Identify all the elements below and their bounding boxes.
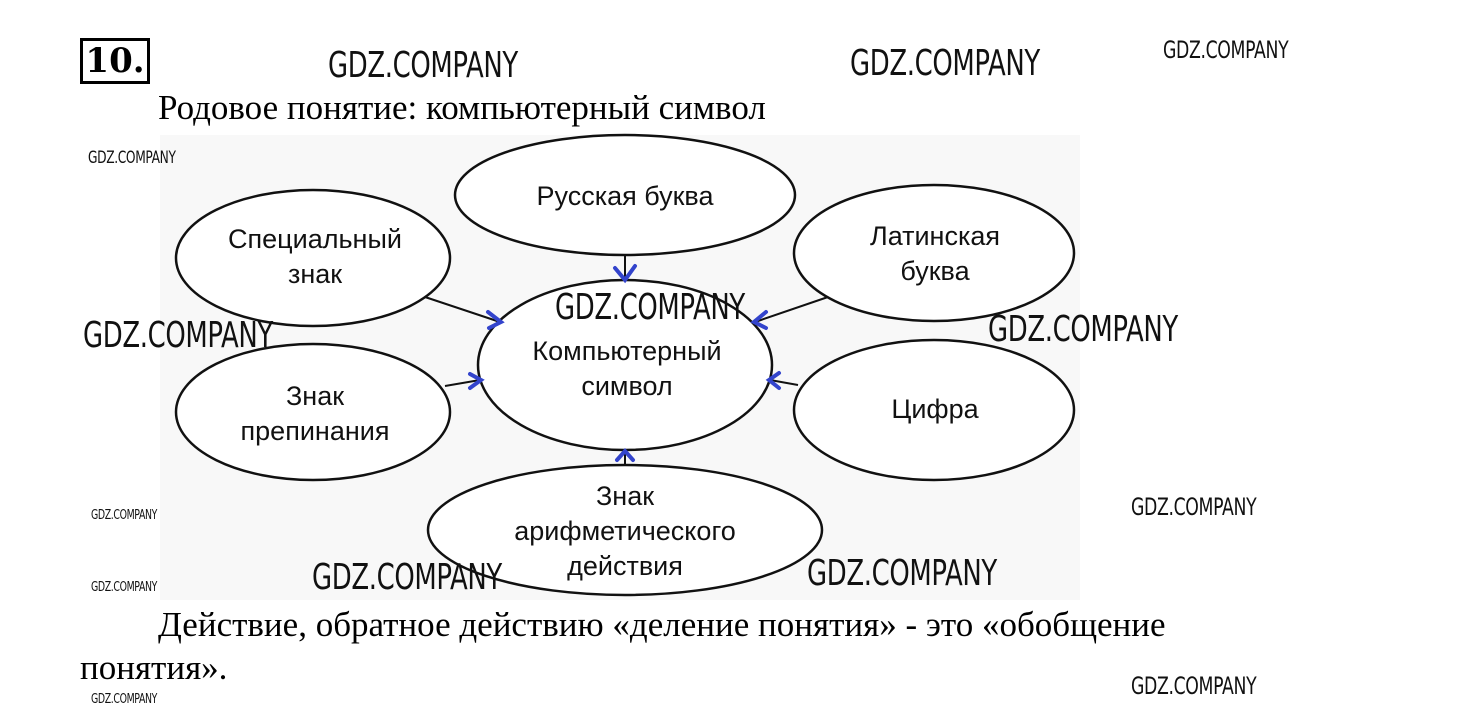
connector [444, 379, 481, 387]
node-label: препинания [241, 416, 390, 446]
watermark: GDZ.COMPANY [850, 43, 1040, 84]
arrowhead-icon [468, 372, 485, 390]
center-label: Компьютерный [532, 336, 721, 366]
arrowhead-icon [765, 371, 781, 390]
node-label: знак [288, 259, 342, 289]
node-label: Цифра [891, 394, 979, 424]
node-label: Знак [596, 481, 654, 511]
watermark: GDZ.COMPANY [988, 309, 1178, 350]
watermark: GDZ.COMPANY [1131, 672, 1257, 700]
task-number: 10. [80, 38, 150, 84]
watermark: GDZ.COMPANY [1131, 493, 1257, 521]
node-label: буква [900, 256, 970, 286]
node-label: действия [567, 551, 683, 581]
arrowhead-icon [750, 310, 768, 330]
center-label: символ [581, 371, 672, 401]
connector [769, 379, 799, 386]
watermark: GDZ.COMPANY [312, 557, 502, 598]
node-label: арифметического [514, 516, 735, 546]
node-punct [174, 342, 452, 482]
watermark: GDZ.COMPANY [83, 315, 273, 356]
conclusion-text-cont: понятия». [80, 648, 228, 687]
arrowhead-icon [613, 264, 637, 284]
node-label: Специальный [228, 224, 402, 254]
generic-concept-text: Родовое понятие: компьютерный символ [158, 88, 766, 127]
watermark: GDZ.COMPANY [91, 580, 158, 595]
node-digit [792, 338, 1076, 482]
watermark: GDZ.COMPANY [88, 148, 176, 168]
arrowhead-icon [615, 447, 635, 462]
watermark: GDZ.COMPANY [91, 692, 158, 707]
watermark: GDZ.COMPANY [807, 553, 997, 594]
node-latin [792, 183, 1076, 323]
watermark: GDZ.COMPANY [328, 45, 518, 86]
conclusion-text: Действие, обратное действию «деление пон… [158, 605, 1166, 644]
watermark: GDZ.COMPANY [1163, 36, 1289, 64]
connector [754, 296, 829, 323]
watermark: GDZ.COMPANY [91, 508, 158, 523]
node-label: Знак [286, 381, 344, 411]
node-special [174, 188, 452, 328]
watermark: GDZ.COMPANY [555, 287, 745, 328]
node-label: Латинская [870, 221, 1000, 251]
node-label: Русская буква [537, 181, 715, 211]
arrowhead-icon [486, 310, 505, 330]
connector [424, 296, 501, 323]
